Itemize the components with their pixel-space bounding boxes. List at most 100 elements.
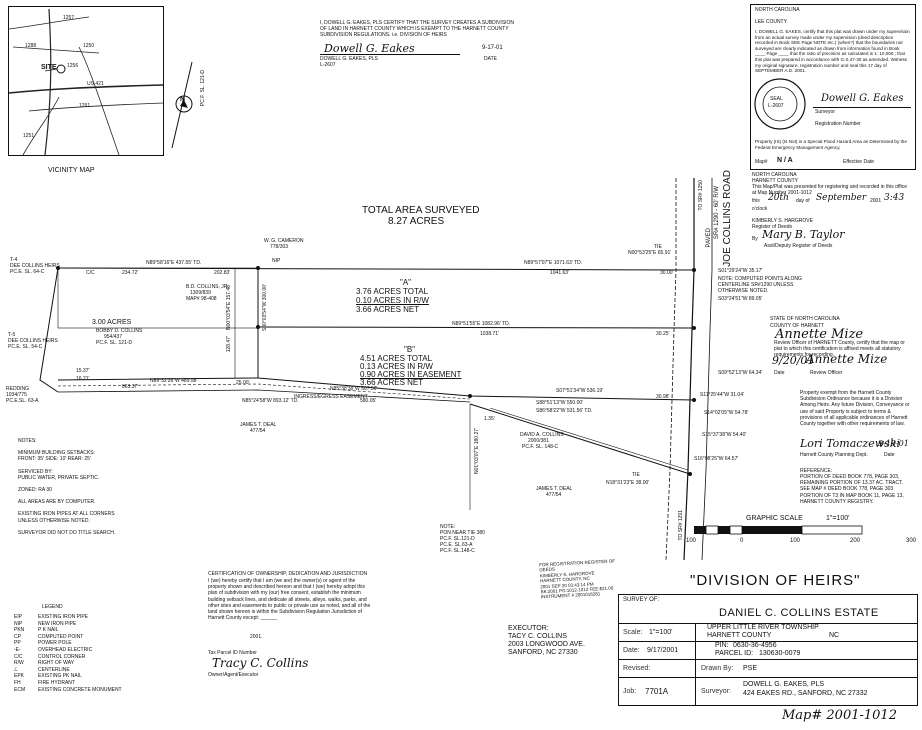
legend-value: EXISTING CONCRETE MONUMENT — [38, 686, 122, 693]
legend-value: FIRE HYDRANT — [38, 679, 75, 686]
call-mid-dist: 1038.71' — [480, 331, 500, 337]
surveyor-value: DOWELL G. EAKES, PLS — [743, 681, 825, 688]
three-acre-tract: 3.00 ACRES — [92, 319, 132, 326]
call-right: S03°24'51"W 89.05' — [718, 296, 763, 302]
exempt-signature: Lori Tomaczewski — [800, 437, 901, 450]
vicinity-map-title: VICINITY MAP — [48, 167, 95, 174]
owner-david: DAVID A. COLLINS — [520, 432, 564, 438]
register-signature: Mary B. Taylor — [762, 228, 845, 241]
owner-deal-2: JAMES T. DEAL — [536, 486, 573, 492]
title-block-row — [619, 641, 917, 642]
road-to-1291: TO SR# 1291 — [678, 510, 684, 541]
title-block: SURVEY OF: DANIEL C. COLLINS ESTATE Scal… — [618, 594, 918, 706]
title-block-row — [619, 659, 917, 660]
executor-line: 2003 LONGWOOD AVE. — [508, 641, 585, 648]
exempt-date-label: Date — [884, 452, 895, 458]
tract-a-line: 3.66 ACRES NET — [356, 305, 420, 314]
call-right: S11°25'44"W 31.04' — [700, 392, 744, 398]
certification-name: DOWELL G. EAKES, PLS — [320, 56, 378, 62]
legend-key: C/C — [14, 653, 23, 660]
register-text: This Map/Plat was presented for register… — [752, 184, 907, 197]
review-signature-1: Annette Mize — [775, 327, 864, 342]
register-state: NORTH CAROLINA — [752, 172, 797, 178]
register-by: By — [752, 236, 758, 242]
legend-key: EIP — [14, 614, 23, 620]
graphic-scale-tick: 200 — [850, 538, 861, 544]
surveyor-label: Surveyor: — [701, 688, 731, 695]
graphic-scale-tick: 100 — [686, 538, 697, 544]
call-lower-line: N85°38'38"W 507.50' — [330, 386, 378, 392]
legend-value: POWER POLE — [38, 640, 72, 647]
review-state: STATE OF NORTH CAROLINA — [770, 316, 840, 322]
road-label: 1257 — [63, 15, 75, 21]
call-right: S15°37'38"W 54.40' — [702, 432, 747, 438]
review-officer-label: Review Officer — [810, 370, 843, 376]
legend-value: EXISTING IRON PIPE — [38, 614, 89, 620]
call-vert-4: N01°03'07"E 180.27' — [474, 428, 480, 474]
legend-value: NEW IRON PIPE — [38, 620, 77, 627]
graphic-scale-title: GRAPHIC SCALE — [746, 515, 803, 522]
owner-bd-collins-book: 1309/839 — [190, 290, 211, 296]
control-note: NOTE: COMPUTED POINTS ALONG CENTERLINE S… — [718, 276, 802, 295]
call-top-right-dist: 1041.63' — [550, 270, 570, 276]
owner-david-plat: PC.F. SL. 148-C — [522, 444, 559, 450]
legend-key: CP — [14, 633, 21, 640]
legend-value: RIGHT OF WAY — [38, 660, 75, 667]
register-name: KIMBERLY S. HARGROVE — [752, 218, 813, 224]
call-bottom-tie: TIE — [632, 472, 640, 478]
seal-text: SEAL — [770, 96, 783, 102]
certification-sig-line — [320, 54, 460, 55]
graphic-scale-tick: 300 — [906, 538, 917, 544]
certification-date-label: DATE — [484, 56, 497, 62]
tract-a-line: 3.76 ACRES TOTAL — [356, 287, 429, 296]
owner-deal-1: JAMES T. DEAL — [240, 422, 277, 428]
three-acre-book: 954/437 — [104, 334, 123, 340]
handwritten-map-number: Map# 2001-1012 — [782, 708, 897, 723]
call-left-dist-3: 863.37' — [122, 384, 139, 390]
road-to-1250: TO SR# 1250 — [698, 180, 704, 211]
review-signature-2: Annette Mize — [806, 352, 888, 366]
review-date: 9/20/01 — [772, 354, 815, 367]
certification-signature: Dowell G. Eakes — [324, 42, 415, 55]
date-label: Date: — [623, 647, 640, 654]
exempt-dept: Harnett County Planning Dept. — [800, 452, 868, 458]
call-s-call: S07°51'34"W 536.19' — [556, 388, 604, 394]
ownership-owner: Owner/Agent/Executor — [208, 672, 259, 678]
owner-dee-mid: T-5 — [8, 332, 16, 338]
legend-key: ℒ — [14, 666, 18, 673]
road-paved: PAVED — [706, 228, 712, 248]
job-label: Job: — [623, 688, 637, 695]
review-county: COUNTY OF HARNETT — [770, 323, 825, 329]
scale-label: Scale: — [623, 629, 643, 636]
call-cc: C/C — [86, 270, 95, 276]
nc-cert-signature: Dowell G. Eakes — [821, 93, 904, 104]
exempt-text: Property exempt from the Harnett County … — [800, 390, 910, 428]
county: HARNETT COUNTY — [707, 632, 772, 639]
surveyor-certificate-box: NORTH CAROLINA LEE COUNTY I, DOWELL G. E… — [750, 4, 916, 170]
note-line: SURVEYOR DID NOT DO TITLE SEARCH. — [18, 529, 116, 536]
executor-line: TACY C. COLLINS — [508, 633, 567, 640]
call-top-mid: 202.83' — [214, 270, 231, 276]
nc-cert-flood: Property (IS) (Is Not) in a Special Floo… — [755, 139, 907, 150]
call-tie: TIE — [654, 244, 662, 250]
graphic-scale-tick: 0 — [740, 538, 744, 544]
executor-title: EXECUTOR: — [508, 625, 549, 632]
nc-cert-state: NORTH CAROLINA — [755, 7, 800, 13]
owner-redding-book: 1034/775 — [6, 392, 27, 398]
nc-cert-body: I, DOWELL G. EAKES, certify that this pl… — [755, 29, 910, 74]
register-year: 2001 — [870, 198, 882, 204]
surveyor-address: 424 EAKES RD., SANFORD, NC 27332 — [743, 690, 868, 697]
call-left-dist-4: 25.00' — [236, 380, 250, 386]
scale-value: 1"=100' — [649, 629, 673, 636]
graphic-scale-bar — [694, 525, 863, 535]
legend-value: CONTROL CORNER — [38, 653, 86, 660]
road-name: JOE COLLINS ROAD — [722, 170, 733, 267]
owner-david-book: 2000/381 — [528, 438, 549, 444]
call-r-30-98: 30.98' — [656, 394, 670, 400]
